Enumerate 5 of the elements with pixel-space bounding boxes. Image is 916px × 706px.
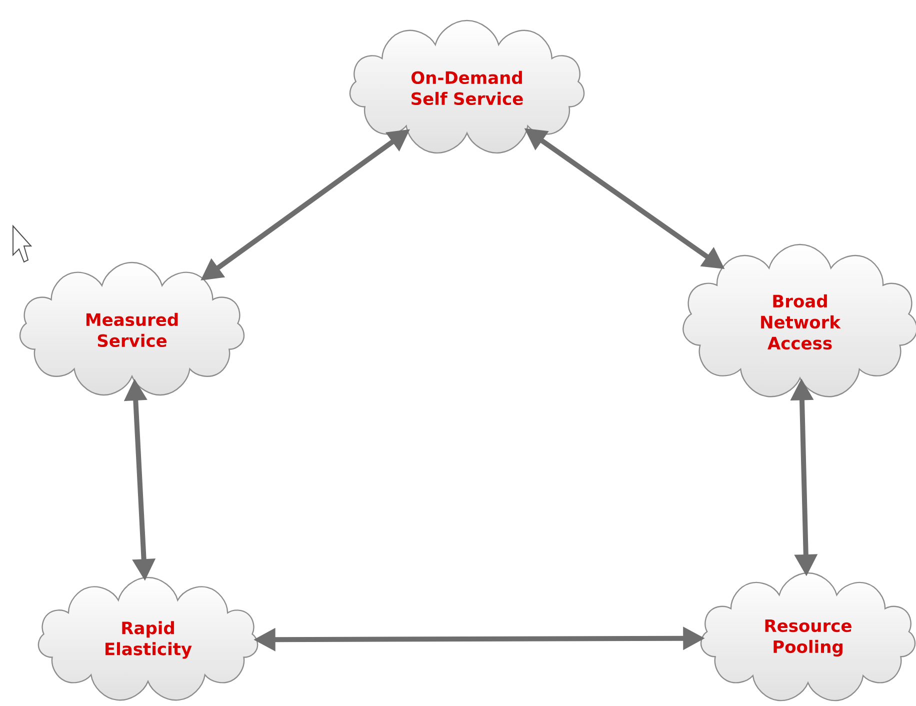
- cloud-node: Resource Pooling: [700, 572, 916, 702]
- cloud-node: Rapid Elasticity: [38, 576, 258, 701]
- cloud-node: Measured Service: [19, 262, 245, 396]
- cloud-node: On-Demand Self Service: [349, 20, 585, 154]
- cloud-node: Broad Network Access: [682, 244, 916, 398]
